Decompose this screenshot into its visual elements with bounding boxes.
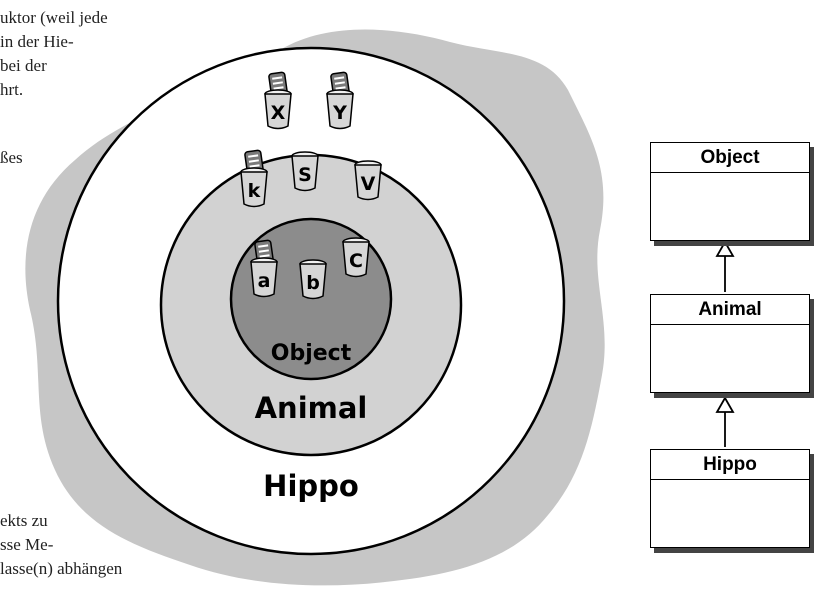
text-line: ßes: [0, 146, 23, 170]
cup-letter: Y: [332, 102, 347, 124]
text-line: ekts zu: [0, 509, 48, 533]
uml-class-name: Hippo: [651, 450, 809, 480]
cup-V-icon: V: [355, 161, 381, 200]
uml-class-object: Object: [650, 142, 810, 241]
cup-C-icon: C: [343, 238, 369, 277]
cup-letter: C: [349, 250, 363, 272]
cup-S-icon: S: [292, 152, 318, 191]
animal-ring-label: Animal: [211, 391, 411, 425]
uml-arrow-animal-to-object: [717, 242, 733, 292]
cup-letter: b: [306, 272, 320, 294]
text-line: uktor (weil jede: [0, 6, 108, 30]
cup-letter: S: [298, 164, 312, 186]
uml-class-name: Object: [651, 143, 809, 173]
uml-arrow-hippo-to-animal: [717, 398, 733, 447]
text-line: in der Hie-: [0, 30, 74, 54]
uml-class-hippo: Hippo: [650, 449, 810, 548]
uml-class-name: Animal: [651, 295, 809, 325]
cup-letter: V: [361, 173, 376, 195]
cup-letter: k: [248, 180, 261, 202]
uml-class-body: [651, 325, 809, 393]
text-line: lasse(n) abhängen: [0, 557, 122, 581]
cup-letter: X: [271, 102, 286, 124]
uml-class-body: [651, 173, 809, 241]
uml-class-animal: Animal: [650, 294, 810, 393]
uml-class-body: [651, 480, 809, 548]
object-ring-label: Object: [231, 341, 391, 366]
cup-b-icon: b: [300, 260, 326, 299]
text-line: sse Me-: [0, 533, 53, 557]
text-line: bei der: [0, 54, 47, 78]
cup-letter: a: [258, 270, 271, 292]
text-line: hrt.: [0, 78, 23, 102]
hippo-ring-label: Hippo: [211, 469, 411, 503]
